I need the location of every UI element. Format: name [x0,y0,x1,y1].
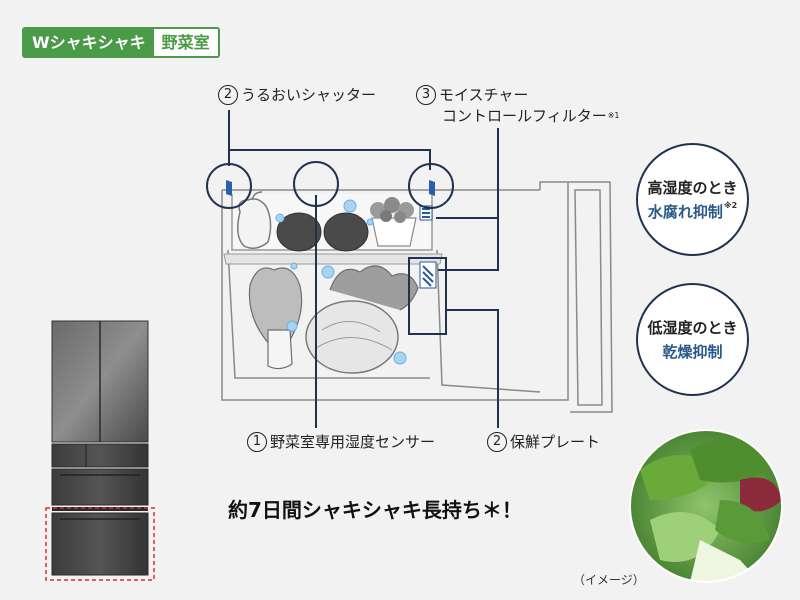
badge-left-text: Wシャキシャキ [24,29,154,56]
shutter-circles [206,161,454,209]
vegetable-drawer-highlight [45,507,155,581]
footnote-mark: ※2 [723,201,738,210]
label-text: 保鮮プレート [510,433,601,451]
badge-right-text: 野菜室 [153,29,218,56]
shutter-marks [226,180,435,196]
greens-photo [629,429,783,583]
preservation-plate-icon [419,261,437,289]
headline-text: 約7日間シャキシャキ長持ち [228,498,482,522]
leader-lines [228,110,499,428]
image-caption: （イメージ） [573,573,645,587]
label-number: 3 [416,84,436,105]
low-humidity-circle: 低湿度のとき 乾燥抑制 [636,283,749,396]
label-number: 2 [487,431,507,452]
label-preservation-plate: 2 保鮮プレート [487,431,600,452]
label-number: 1 [247,431,267,452]
label-humidity-sensor: 1 野菜室専用湿度センサー [247,431,435,452]
eggplant-illustration-1 [276,212,322,252]
mushroom-illustration [370,197,417,247]
label-number: 2 [218,84,238,105]
fridge-shell [221,181,613,413]
eggplant-illustration-2 [323,212,369,252]
water-droplets [275,199,407,365]
cabbage-illustration [305,265,419,374]
label-moisture-shutter: 2 うるおいシャッター [218,84,376,105]
leafy-greens-illustration [248,267,303,370]
label-text: モイスチャー [439,86,529,104]
circle-line2: 水腐れ抑制※2 [647,201,738,221]
circle-line1: 高湿度のとき [647,179,738,197]
label-text: 野菜室専用湿度センサー [270,433,436,451]
section-badge: Wシャキシャキ 野菜室 [22,27,220,58]
circle-line1: 低湿度のとき [647,319,738,337]
moisture-filter-icon [419,205,433,221]
label-moisture-control-filter-line1: 3 モイスチャー [416,84,528,105]
high-humidity-circle: 高湿度のとき 水腐れ抑制※2 [636,143,749,256]
headline-mark: ＊！ [481,498,522,522]
label-moisture-control-filter-line2: コントロールフィルター※1 [442,105,620,126]
circle-line2: 乾燥抑制 [662,343,723,361]
label-text: コントロールフィルター [442,107,607,125]
refrigerator-product-image [51,320,149,576]
footnote-mark: ※1 [607,111,620,120]
label-text: うるおいシャッター [241,86,377,104]
headline: 約7日間シャキシャキ長持ち＊！ [228,494,522,523]
